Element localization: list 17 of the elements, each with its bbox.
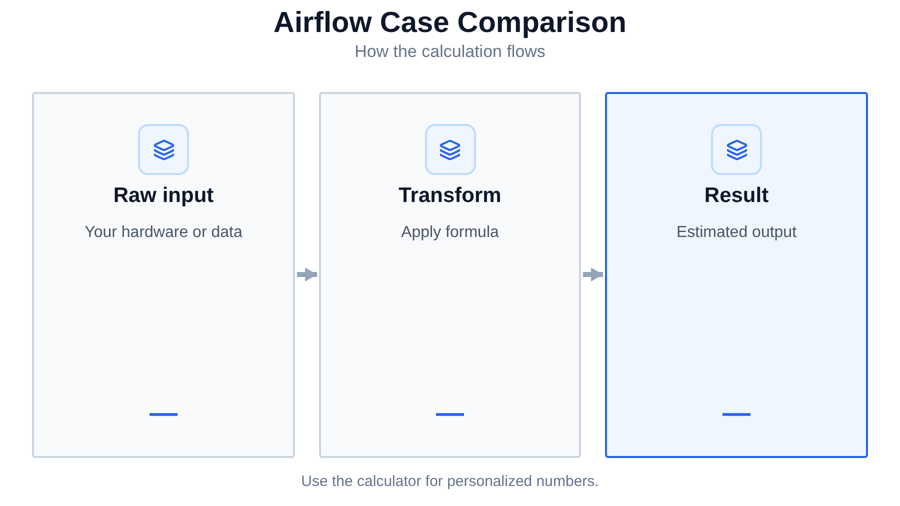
step-title: Transform — [398, 183, 502, 209]
subtitle: How the calculation flows — [354, 41, 546, 63]
step-description: Your hardware or data — [84, 223, 244, 243]
value-text: — — [436, 399, 464, 427]
step-card — [319, 92, 581, 458]
arrow — [297, 268, 317, 282]
step-description: Estimated output — [675, 223, 798, 243]
arrow — [583, 268, 603, 282]
footnote: Use the calculator for personalized numbers. — [300, 472, 600, 492]
value-text: — — [722, 399, 750, 427]
step-title: Result — [703, 183, 770, 209]
step-description: Apply formula — [400, 223, 500, 243]
highlighted-step-card — [605, 92, 868, 458]
value-text: — — [150, 399, 178, 427]
diagram-title: Airflow Case Comparison — [272, 6, 628, 41]
step-title: Raw input — [112, 183, 215, 209]
step-card — [32, 92, 295, 458]
